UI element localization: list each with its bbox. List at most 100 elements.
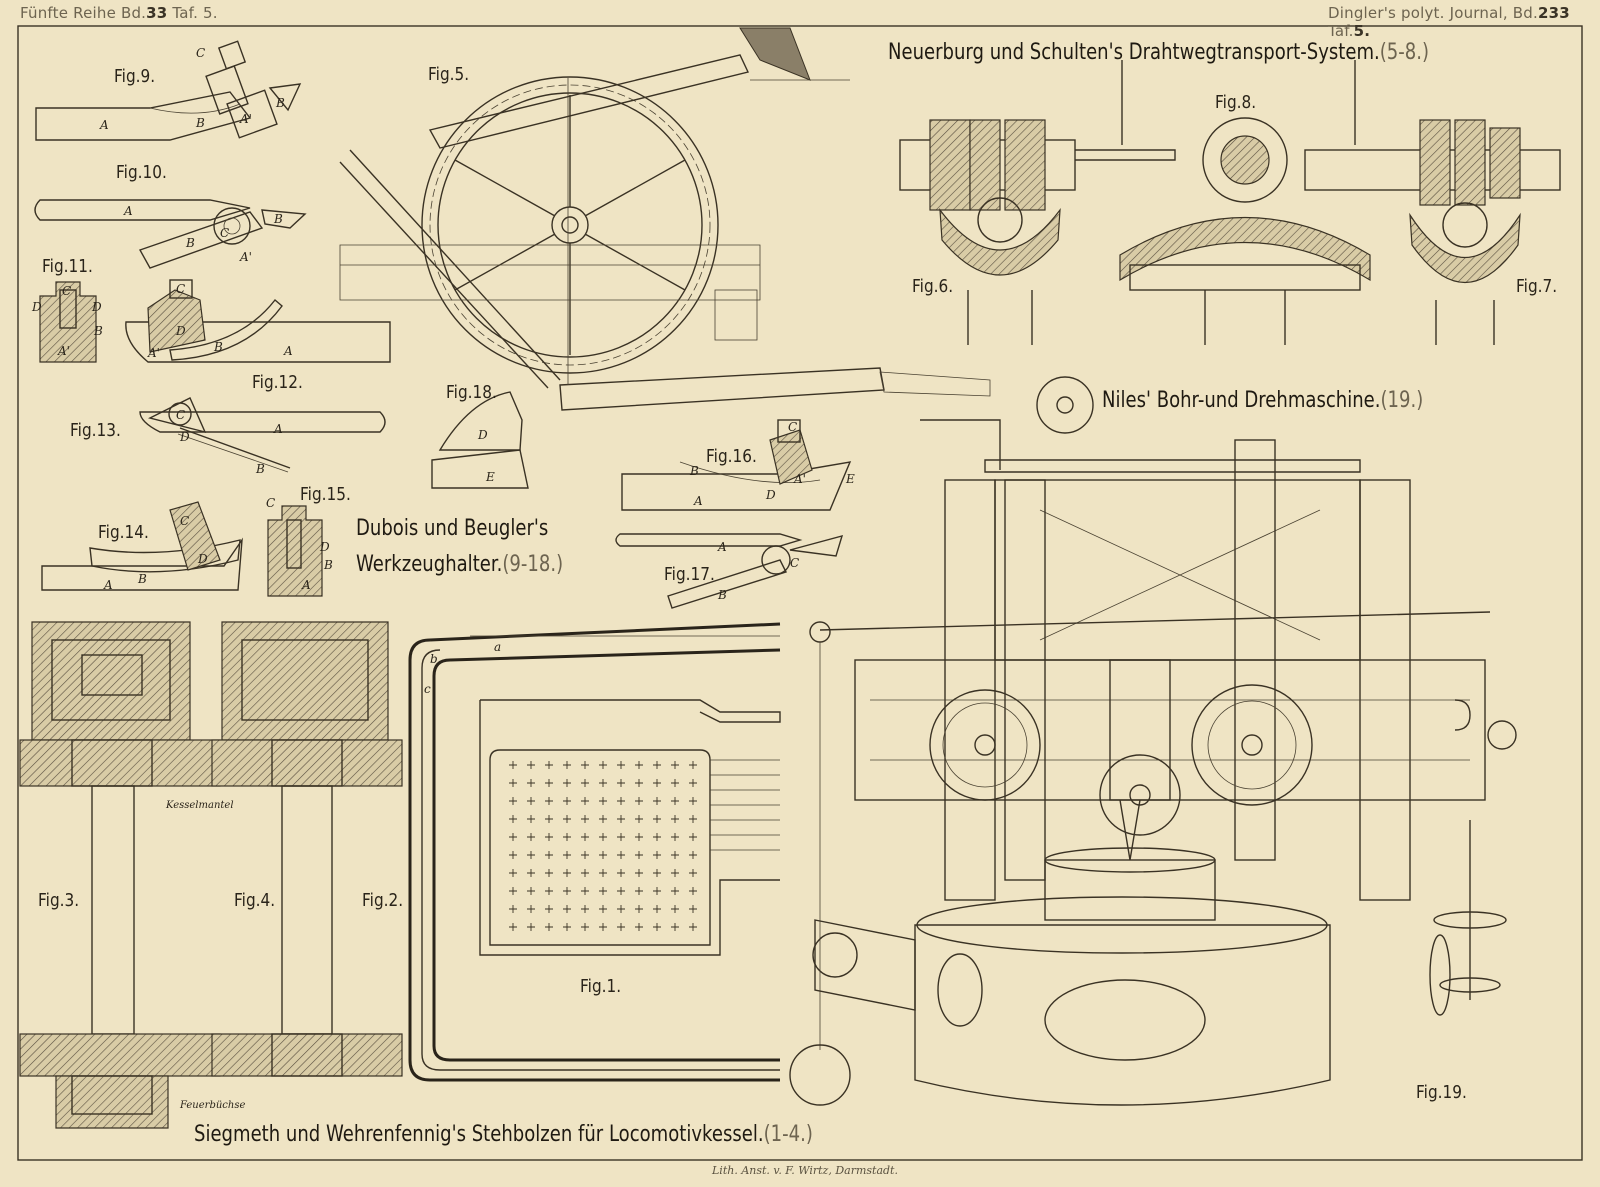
fig15-label: Fig.15. [300,484,351,505]
title-neuerburg-text: Neuerburg und Schulten's Drahtwegtranspo… [888,40,1380,65]
fig2-label: Fig.2. [362,890,404,911]
header-right-plate-prefix: Taf. [1328,22,1354,40]
part-label-c: C [196,46,206,60]
fig8-drawing [1119,60,1371,345]
fig16-label: Fig.16. [706,446,757,467]
part-label-d: D [180,430,190,444]
header-right: Dingler's polyt. Journal, Bd.233 Taf.5. [1328,4,1600,40]
part-label-b: B [324,558,333,572]
part-label-a-prime: A' [794,472,806,486]
fig3-label: Fig.3. [38,890,80,911]
part-label-lower-a: a [494,640,502,654]
title-dubois-line2-text: Werkzeughalter. [356,552,503,577]
fig17-label: Fig.17. [664,564,715,585]
part-label-a: A [694,494,703,508]
title-niles-text: Niles' Bohr-und Drehmaschine. [1102,388,1381,413]
fig1-label: Fig.1. [580,976,622,997]
lithographer-imprint: Lith. Anst. v. F. Wirtz, Darmstadt. [712,1164,898,1177]
part-label-a: A [302,578,311,592]
fig16-drawing [621,419,852,511]
fig7-label: Fig.7. [1516,276,1558,297]
fig11-label: Fig.11. [42,256,93,277]
fig10-label: Fig.10. [116,162,167,183]
title-dubois-line1: Dubois und Beugler's [356,516,548,541]
part-label-d: D [478,428,488,442]
part-label-c: C [788,420,798,434]
header-right-plate: 5. [1353,22,1371,40]
part-label-d: D [766,488,776,502]
part-label-a: A [100,118,109,132]
part-label-b: B [718,588,727,602]
part-label-b: B [214,340,223,354]
fig5-drawing [339,27,991,411]
title-siegmeth-text: Siegmeth und Wehrenfennig's Stehbolzen f… [194,1122,764,1147]
part-label-c: C [180,514,190,528]
part-label-e: E [846,472,855,486]
part-label-a: A [124,204,133,218]
part-label-d: D [92,300,102,314]
fig13-label: Fig.13. [70,420,121,441]
part-label-c: C [62,284,72,298]
part-label-a: A [104,578,113,592]
part-label-a-prime: A' [58,344,70,358]
fig4-drawing [211,621,403,1077]
part-label-a-prime: A' [148,346,160,360]
part-label-c: C [220,226,230,240]
fig2-drawing [408,622,781,1082]
part-label-b: B [196,116,205,130]
part-label-d: D [176,324,186,338]
part-label-c: C [790,556,800,570]
part-label-lower-c: c [424,682,431,696]
part-label-d: D [320,540,330,554]
part-label-a: A [718,540,727,554]
fig12-drawing [125,279,391,363]
part-label-d: D [32,300,42,314]
part-label-c: C [176,282,186,296]
title-siegmeth-range: (1-4.) [763,1122,813,1147]
plate-border [17,25,1583,1161]
fig13-drawing [139,397,386,473]
header-left-series: Fünfte Reihe Bd. [20,4,147,22]
title-dubois-line2: Werkzeughalter.(9-18.) [356,552,563,577]
header-left-plate-prefix: Taf. [172,4,199,22]
part-label-a-prime: A' [240,112,252,126]
fig3-drawing [19,621,221,1129]
fig18-label: Fig.18. [446,382,497,403]
header-left: Fünfte Reihe Bd.33 Taf. 5. [20,4,218,22]
part-label-b: B [186,236,195,250]
fig14-drawing [41,501,243,591]
annotation-kesselmantel: Kesselmantel [166,800,234,811]
part-label-a: A [284,344,293,358]
fig8-label: Fig.8. [1215,92,1257,113]
fig18-drawing [431,391,529,489]
title-niles-range: (19.) [1380,388,1424,413]
part-label-lower-b: b [430,652,438,666]
fig17-drawing [615,533,844,609]
fig19-label: Fig.19. [1416,1082,1467,1103]
fig12-label: Fig.12. [252,372,303,393]
title-siegmeth: Siegmeth und Wehrenfennig's Stehbolzen f… [194,1122,813,1147]
title-dubois-line1-text: Dubois und Beugler's [356,516,549,541]
annotation-feuerbuchse: Feuerbüchse [180,1100,246,1111]
title-neuerburg: Neuerburg und Schulten's Drahtwegtranspo… [888,40,1429,65]
fig7-drawing [1304,119,1561,345]
part-label-a-prime: A' [240,250,252,264]
fig5-label: Fig.5. [428,64,470,85]
header-right-volume: 233 [1537,4,1570,22]
part-label-b: B [276,96,285,110]
title-niles: Niles' Bohr-und Drehmaschine.(19.) [1102,388,1423,413]
fig19-drawing [789,376,1517,1106]
fig14-label: Fig.14. [98,522,149,543]
title-neuerburg-range: (5-8.) [1379,40,1430,65]
part-label-e: E [486,470,495,484]
part-label-b: B [256,462,265,476]
header-right-journal: Dingler's polyt. Journal, Bd. [1328,4,1538,22]
header-left-volume: 33 [146,4,168,22]
part-label-c: C [176,408,186,422]
part-label-b: B [94,324,103,338]
part-label-b: B [274,212,283,226]
fig9-drawing [35,40,302,141]
part-label-a: A [274,422,283,436]
header-left-plate: 5. [203,4,218,22]
